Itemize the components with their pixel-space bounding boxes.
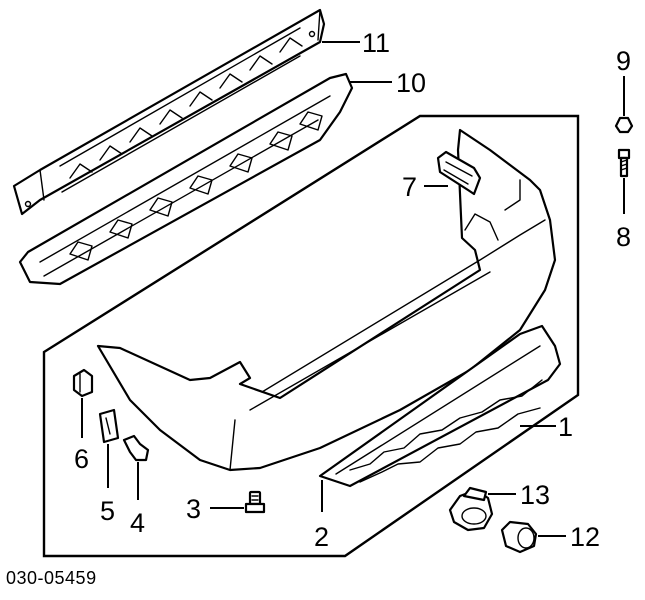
retainer-part-5[interactable] — [98, 408, 120, 444]
callout-4: 4 — [130, 508, 145, 538]
assembly-frame — [42, 114, 580, 558]
clip-part-4[interactable] — [122, 434, 150, 462]
screw-part-3[interactable] — [244, 490, 266, 514]
lower-garnish-part[interactable] — [318, 324, 562, 488]
bolt-part-8[interactable] — [617, 148, 631, 178]
callout-3: 3 — [186, 494, 201, 524]
callout-5: 5 — [100, 496, 115, 526]
callout-13: 13 — [520, 480, 550, 510]
callout-6: 6 — [74, 444, 89, 474]
callout-1: 1 — [558, 412, 573, 442]
callout-8: 8 — [616, 222, 631, 252]
sensor-part-13[interactable] — [448, 486, 494, 532]
leader-lines — [81, 41, 625, 537]
callout-10: 10 — [396, 68, 426, 98]
nut-part-9[interactable] — [614, 116, 634, 134]
callout-9: 9 — [616, 46, 631, 76]
bumper-cover-part[interactable] — [96, 128, 557, 472]
reinforcement-beam-part[interactable] — [12, 8, 326, 216]
grommet-part-12[interactable] — [500, 520, 538, 554]
callout-12: 12 — [570, 522, 600, 552]
diagram-reference-code: 030-05459 — [6, 568, 97, 588]
side-bracket-part[interactable] — [436, 150, 482, 196]
clip-part-6[interactable] — [72, 368, 94, 398]
callout-11: 11 — [362, 28, 390, 58]
callout-2: 2 — [314, 522, 329, 552]
callout-7: 7 — [402, 172, 417, 202]
energy-absorber-part[interactable] — [18, 72, 354, 286]
